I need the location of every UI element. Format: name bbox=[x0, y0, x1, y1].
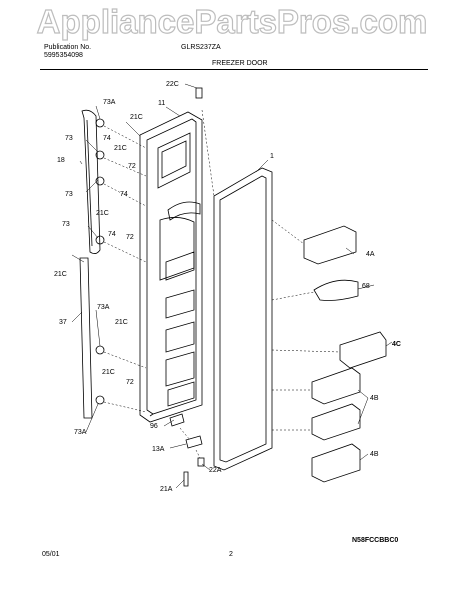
watermark-banner: AppliancePartsPros.com bbox=[36, 2, 428, 40]
part-label: 73A bbox=[103, 99, 116, 106]
diagram-code: N58FCCBBC0 bbox=[352, 537, 399, 544]
part-label: 21C bbox=[102, 369, 115, 376]
cap-22c bbox=[195, 87, 203, 99]
trim-strip bbox=[79, 257, 93, 419]
part-label: 11 bbox=[158, 100, 165, 107]
part-label: 4B bbox=[370, 395, 379, 402]
screw-22a bbox=[197, 457, 205, 467]
part-label: 74 bbox=[108, 231, 116, 238]
part-label: 73 bbox=[65, 135, 73, 142]
bin-68 bbox=[313, 279, 359, 301]
part-label: 96 bbox=[150, 423, 158, 430]
part-label: 68 bbox=[362, 283, 370, 290]
part-label: 4C bbox=[392, 341, 401, 348]
door-handle bbox=[81, 109, 101, 254]
part-label: 18 bbox=[57, 157, 65, 164]
footer-page: 2 bbox=[229, 551, 233, 558]
part-label: 4A bbox=[366, 251, 375, 258]
part-label: 21C bbox=[114, 145, 127, 152]
part-label: 21C bbox=[96, 210, 109, 217]
part-label: 72 bbox=[126, 379, 134, 386]
screw-21a bbox=[183, 471, 189, 487]
bin-4b-1 bbox=[311, 367, 361, 405]
part-label: 22C bbox=[166, 81, 179, 88]
part-label: 74 bbox=[120, 191, 128, 198]
door-gasket bbox=[213, 167, 273, 471]
part-label: 72 bbox=[128, 163, 136, 170]
publication-number: 5995354098 bbox=[44, 52, 83, 59]
part-label: 21C bbox=[130, 114, 143, 121]
part-label: 13A bbox=[152, 446, 165, 453]
part-label: 37 bbox=[59, 319, 67, 326]
hinge-96 bbox=[169, 413, 185, 427]
part-label: 73A bbox=[97, 304, 110, 311]
part-label: 22A bbox=[209, 467, 222, 474]
page-title: FREEZER DOOR bbox=[212, 60, 268, 67]
model-number: GLRS237ZA bbox=[181, 44, 221, 51]
bin-4a bbox=[303, 225, 357, 265]
part-label: 21C bbox=[54, 271, 67, 278]
bin-4b-3 bbox=[311, 443, 361, 483]
header-rule bbox=[40, 69, 428, 70]
part-label: 21A bbox=[160, 486, 173, 493]
bin-4b-2 bbox=[311, 403, 361, 441]
part-label: 4B bbox=[370, 451, 379, 458]
footer-date: 05/01 bbox=[42, 551, 60, 558]
bracket-13a bbox=[185, 435, 203, 449]
part-label: 72 bbox=[126, 234, 134, 241]
publication-label: Publication No. bbox=[44, 44, 92, 51]
door-panel bbox=[139, 111, 203, 423]
part-label: 73A bbox=[74, 429, 87, 436]
part-label: 1 bbox=[270, 153, 274, 160]
part-label: 21C bbox=[115, 319, 128, 326]
part-label: 74 bbox=[103, 135, 111, 142]
part-label: 73 bbox=[62, 221, 70, 228]
part-label: 73 bbox=[65, 191, 73, 198]
watermark-text: AppliancePartsPros.com bbox=[37, 3, 428, 40]
bin-4c bbox=[339, 331, 387, 369]
